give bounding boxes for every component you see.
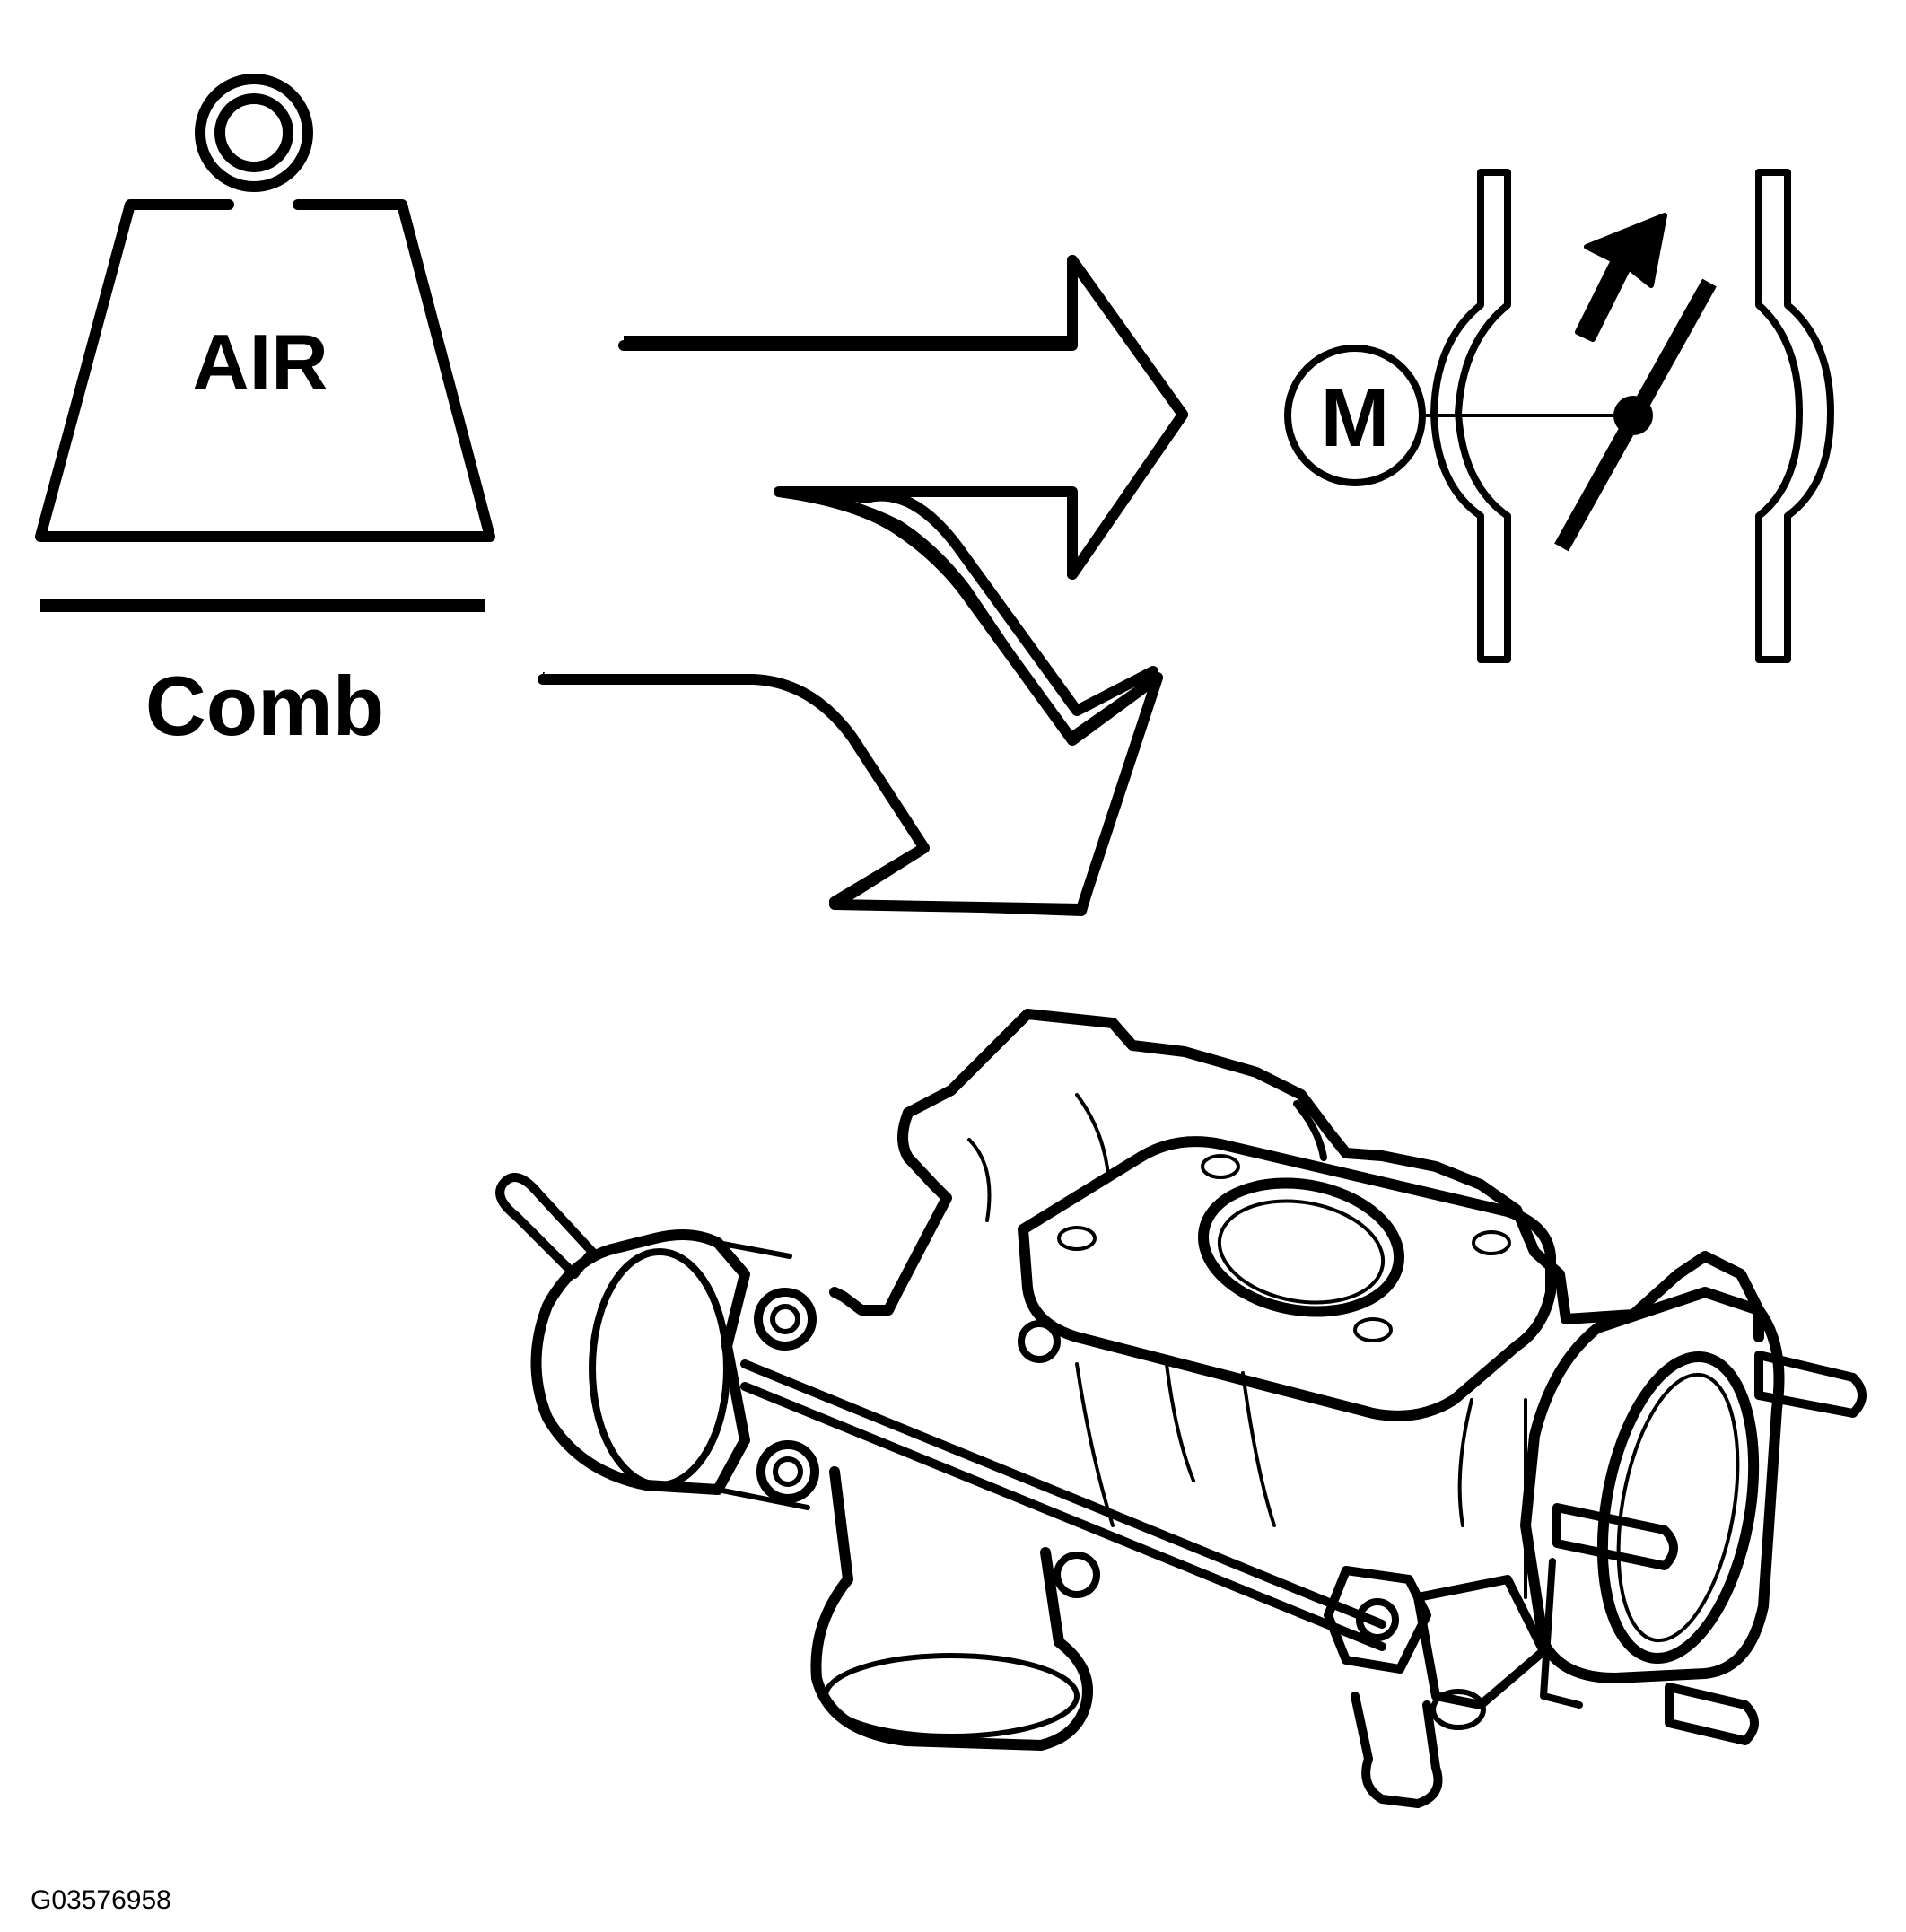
bolt-hole-3 bbox=[1472, 1230, 1511, 1255]
bolt-hole-1 bbox=[1057, 1226, 1097, 1251]
throttle-open-arrow-icon bbox=[1575, 213, 1667, 342]
air-weight-icon bbox=[35, 74, 495, 542]
motor-label: M bbox=[1321, 372, 1390, 464]
lower-outlet-pipe bbox=[810, 1466, 1093, 1751]
left-inlet-flange bbox=[530, 1229, 750, 1495]
housing-detail-2 bbox=[1293, 1100, 1583, 1709]
sensor-body bbox=[1413, 1575, 1548, 1709]
bolt-mid-lower bbox=[1054, 1552, 1100, 1598]
sensor-cap bbox=[1430, 1689, 1486, 1730]
right-stud-lower bbox=[1665, 1683, 1759, 1745]
left-inlet-neck bbox=[715, 1240, 810, 1510]
bolt-left-lower-head bbox=[773, 1456, 803, 1487]
bolt-left-upper-head bbox=[770, 1304, 800, 1334]
throttle-wall-right bbox=[1755, 169, 1834, 663]
bolt-mid-upper bbox=[1018, 1320, 1061, 1363]
housing-outline bbox=[903, 1009, 1764, 1342]
linkage-arm bbox=[1324, 1566, 1431, 1674]
bolt-left-upper bbox=[754, 1288, 817, 1351]
weight-ring-outer bbox=[195, 74, 313, 192]
housing-left-edge bbox=[829, 1107, 952, 1316]
top-flange-edge bbox=[1024, 1284, 1080, 1341]
figure-id-label: G03576958 bbox=[31, 1885, 171, 1915]
throttle-body-illustration bbox=[495, 1009, 1867, 1808]
weight-body bbox=[35, 199, 495, 542]
throttle-pivot bbox=[1613, 396, 1653, 435]
throttle-valve-symbol bbox=[1430, 169, 1834, 663]
right-stud-upper bbox=[1754, 1351, 1867, 1418]
flange-port bbox=[1197, 1177, 1405, 1317]
throttle-wall-left bbox=[1430, 169, 1511, 663]
bolt-hole-4 bbox=[1353, 1317, 1393, 1342]
comb-label: Comb bbox=[145, 659, 384, 753]
right-outlet-flange bbox=[1520, 1287, 1785, 1683]
linkage-rod bbox=[740, 1359, 1386, 1651]
flange-port-inner bbox=[1217, 1199, 1386, 1305]
left-stud bbox=[495, 1173, 597, 1279]
linkage-nut bbox=[1356, 1598, 1399, 1641]
right-outlet-opening bbox=[1596, 1351, 1760, 1664]
flow-arrow-top-outline bbox=[538, 255, 1188, 914]
bolt-hole-2 bbox=[1201, 1154, 1240, 1179]
housing-detail-1 bbox=[967, 1093, 1527, 1599]
weight-ring-inner bbox=[214, 93, 293, 172]
left-inlet-opening bbox=[589, 1248, 730, 1489]
lower-outlet-opening bbox=[823, 1653, 1080, 1739]
right-outlet-inner bbox=[1616, 1372, 1740, 1643]
right-stud-middle bbox=[1552, 1503, 1678, 1570]
sensor-connector bbox=[1351, 1692, 1443, 1808]
bolt-left-lower bbox=[756, 1440, 819, 1503]
weight-label: AIR bbox=[192, 318, 328, 407]
